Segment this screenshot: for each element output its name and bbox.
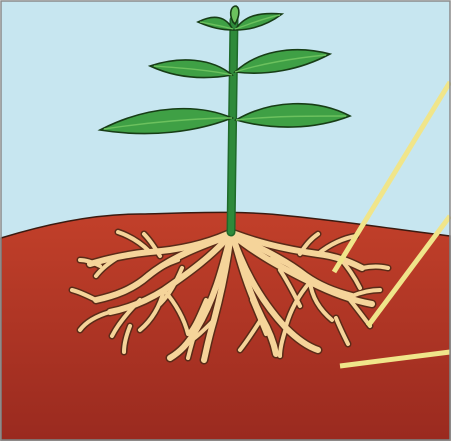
stem bbox=[231, 20, 234, 232]
root bbox=[362, 267, 388, 269]
